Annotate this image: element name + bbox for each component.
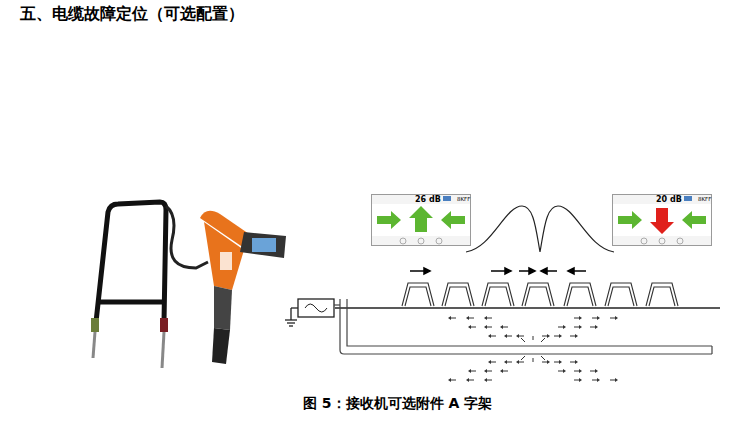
field-arrowhead	[488, 360, 491, 364]
field-arrowhead	[595, 369, 598, 373]
footer-icon	[400, 238, 406, 244]
footer-icon	[677, 238, 683, 244]
screen-footer	[371, 236, 471, 246]
mode-label: 8KFF	[698, 196, 711, 202]
leg-collar	[160, 318, 168, 332]
a-frame-photo	[96, 202, 166, 322]
field-arrowhead	[448, 316, 451, 320]
field-arrowhead	[500, 369, 503, 373]
field-arrow	[533, 358, 534, 362]
status-icon	[684, 196, 692, 201]
field-arrowhead	[504, 334, 507, 338]
spike	[93, 332, 95, 358]
guide-arrow	[441, 211, 465, 229]
field-arrowhead	[579, 316, 582, 320]
ground-line	[335, 307, 720, 309]
gain-readout: 20 dB	[656, 195, 682, 204]
status-icon	[443, 196, 451, 201]
footer-icon	[659, 238, 665, 244]
field-arrowhead	[448, 378, 451, 382]
guide-arrow	[377, 211, 401, 229]
footer-icon	[418, 238, 424, 244]
section-title: 五、电缆故障定位（可选配置）	[20, 4, 244, 25]
field-arrowhead	[547, 334, 550, 338]
down-arrow	[650, 208, 674, 234]
a-frame-symbol	[522, 283, 554, 306]
field-arrow	[541, 356, 545, 360]
a-frame-symbol	[564, 283, 596, 306]
screen-graphics	[371, 194, 712, 246]
field-arrowhead	[575, 334, 578, 338]
field-arrowhead	[484, 369, 487, 373]
field-arrowhead	[504, 360, 507, 364]
leg-collar	[91, 318, 99, 332]
field-arrowhead	[488, 334, 491, 338]
gain-readout: 26 dB	[415, 195, 441, 204]
field-arrowhead	[579, 378, 582, 382]
field-arrowhead	[468, 369, 471, 373]
footer-icon	[436, 238, 442, 244]
receiver-photo	[200, 211, 286, 364]
signal-curve	[466, 206, 614, 252]
field-arrowhead	[466, 316, 469, 320]
field-arrowhead	[579, 369, 582, 373]
field-arrowhead	[466, 378, 469, 382]
mode-label: 8KFF	[457, 196, 470, 202]
a-frame-symbol	[442, 283, 474, 306]
field-arrowhead	[575, 360, 578, 364]
receiver-screen: 20 dB 8KFF	[612, 194, 712, 246]
field-arrow	[521, 338, 525, 342]
field-arrowhead	[615, 316, 618, 320]
buried-cable	[334, 299, 712, 354]
field-arrowhead	[597, 378, 600, 382]
field-arrow	[521, 356, 525, 360]
screen-footer	[612, 236, 712, 246]
field-arrowhead	[559, 334, 562, 338]
field-arrowhead	[468, 325, 471, 329]
sine-symbol	[305, 304, 327, 312]
field-arrowhead	[547, 360, 550, 364]
a-frame-symbol	[482, 283, 514, 306]
field-arrowhead	[579, 325, 582, 329]
a-frame-symbols	[402, 283, 678, 306]
field-arrowhead	[595, 325, 598, 329]
field-arrowhead	[563, 325, 566, 329]
screen-header	[612, 194, 712, 204]
field-arrowhead	[516, 360, 519, 364]
field-arrowhead	[484, 316, 487, 320]
screen-body	[612, 204, 712, 236]
screen-header	[371, 194, 471, 204]
spike	[162, 332, 164, 368]
footer-icon	[641, 238, 647, 244]
a-frame-symbol	[646, 283, 678, 306]
field-arrowhead	[615, 378, 618, 382]
guide-arrow	[682, 211, 706, 229]
field-arrowhead	[559, 360, 562, 364]
field-arrow	[533, 336, 534, 340]
figure-caption: 图 5：接收机可选附件 A 字架	[303, 395, 492, 413]
ground-symbol	[285, 308, 298, 326]
screen-body	[371, 204, 471, 236]
fault-field-arrows	[448, 316, 618, 382]
guide-arrow	[618, 211, 642, 229]
field-arrowhead	[563, 369, 566, 373]
a-frame-symbol	[402, 283, 434, 306]
field-arrowhead	[500, 325, 503, 329]
up-arrow	[409, 206, 433, 232]
field-arrowhead	[484, 378, 487, 382]
a-frame-symbol	[605, 283, 637, 306]
field-arrowhead	[597, 316, 600, 320]
direction-arrows	[410, 268, 586, 274]
field-arrowhead	[516, 334, 519, 338]
field-arrowhead	[484, 325, 487, 329]
transmitter	[298, 299, 334, 317]
field-arrow	[541, 338, 545, 342]
receiver-screen: 26 dB 8KFF	[371, 194, 471, 246]
